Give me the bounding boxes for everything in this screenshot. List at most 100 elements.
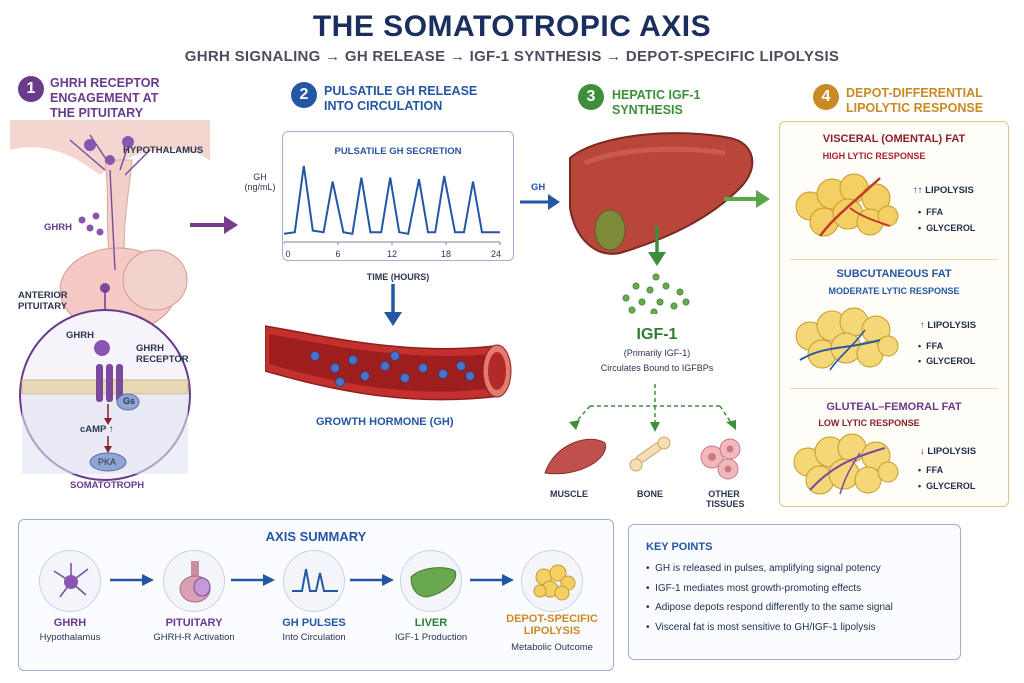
target-tissues xyxy=(544,436,741,480)
arrow-gh-to-liver xyxy=(520,194,560,210)
summary-arrow-1 xyxy=(110,574,154,586)
step-4-number: 4 xyxy=(813,84,839,110)
summary-depot-name: DEPOT-SPECIFIC LIPOLYSIS xyxy=(506,613,598,637)
summary-arrow-4 xyxy=(470,574,514,586)
depot-visceral-b1: • FFA xyxy=(918,207,944,217)
gh-arrow-label: GH xyxy=(531,182,546,193)
other-tissues-label: OTHER TISSUES xyxy=(706,489,745,509)
cell-membrane xyxy=(21,379,189,395)
depot-subcutaneous-b2: • GLYCEROL xyxy=(918,356,976,366)
gallbladder xyxy=(594,209,626,251)
camp-label: cAMP ↑ xyxy=(80,424,114,435)
pka-enzyme xyxy=(89,452,127,472)
depot-visceral-sub: HIGH LYTIC RESPONSE xyxy=(822,151,926,161)
depot-panel xyxy=(779,121,1009,507)
key-point-2: • IGF-1 mediates most growth-promoting e… xyxy=(646,583,862,594)
summary-liver-sub: IGF-1 Production xyxy=(394,632,468,643)
depot-gluteal-b1: • FFA xyxy=(918,465,944,475)
gh-chart-xlabel: TIME (HOURS) xyxy=(366,272,430,282)
growth-hormone-label: GROWTH HORMONE (GH) xyxy=(316,416,454,428)
bone-icon xyxy=(629,436,671,472)
arrow-liver-to-igf1 xyxy=(648,226,666,266)
inset-ghrh-label: GHRH xyxy=(66,330,94,341)
summary-ghrh-name: GHRH xyxy=(53,617,87,629)
summary-arrow-2 xyxy=(231,574,275,586)
step-4-title: DEPOT-DIFFERENTIAL LIPOLYTIC RESPONSE xyxy=(846,86,984,115)
x-tick-label: 0 xyxy=(285,249,290,259)
posterior-pituitary-gland xyxy=(122,249,188,311)
key-point-3: • Adipose depots respond differently to … xyxy=(646,602,893,613)
summary-liver-icon xyxy=(400,550,462,612)
depot-gluteal-sub: LOW LYTIC RESPONSE xyxy=(818,418,920,428)
ghrh-label: GHRH xyxy=(44,222,72,233)
summary-pituitary-icon xyxy=(163,550,225,612)
arrow-1-to-2 xyxy=(190,216,238,234)
depot-subcutaneous-sub: MODERATE LYTIC RESPONSE xyxy=(828,286,960,296)
depot-subcutaneous-title: SUBCUTANEOUS FAT xyxy=(836,268,952,280)
igf1-sub2: Circulates Bound to IGFBPs xyxy=(600,363,714,373)
key-points-title: KEY POINTS xyxy=(646,541,713,553)
igf1-title: IGF-1 xyxy=(636,326,678,343)
step-3-title: HEPATIC IGF-1 SYNTHESIS xyxy=(612,88,701,117)
step-2-title: PULSATILE GH RELEASE INTO CIRCULATION xyxy=(324,84,478,113)
arrow-chart-to-vessel xyxy=(384,284,402,326)
blood-vessel xyxy=(265,325,512,401)
subcutaneous-fat-icon xyxy=(795,307,899,371)
anterior-pituitary-label: ANTERIOR PITUITARY xyxy=(18,290,68,312)
depot-gluteal-lipolysis: ↓ LIPOLYSIS xyxy=(920,446,977,457)
gs-protein xyxy=(116,393,140,411)
neuron-body xyxy=(122,136,134,148)
key-points-panel xyxy=(628,524,961,660)
pituitary-illustration xyxy=(10,120,210,481)
liver-illustration xyxy=(569,132,754,255)
ghrh-receptor-label: GHRH RECEPTOR xyxy=(136,343,189,365)
hypothalamus-label: HYPOTHALAMUS xyxy=(123,145,204,156)
summary-arrow-3 xyxy=(350,574,394,586)
release-point xyxy=(100,283,110,293)
x-tick-label: 24 xyxy=(491,249,501,259)
igf1-molecules xyxy=(622,273,690,314)
summary-liver-name: LIVER xyxy=(414,617,448,629)
depot-gluteal-title: GLUTEAL–FEMORAL FAT xyxy=(826,401,962,413)
arrow-liver-to-depots xyxy=(724,190,770,208)
depot-visceral-b2: • GLYCEROL xyxy=(918,223,976,233)
x-tick-label: 12 xyxy=(387,249,397,259)
muscle-icon xyxy=(544,438,606,475)
depot-divider xyxy=(790,388,998,389)
summary-pituitary-name: PITUITARY xyxy=(165,617,223,629)
x-tick-label: 18 xyxy=(441,249,451,259)
brain-tissue xyxy=(10,120,210,175)
neuron-body xyxy=(105,155,115,165)
key-point-4: • Visceral fat is most sensitive to GH/I… xyxy=(646,622,876,633)
bone-label: BONE xyxy=(637,489,664,499)
summary-pituitary-sub: GHRH-R Activation xyxy=(153,632,235,643)
depot-gluteal-b2: • GLYCEROL xyxy=(918,481,976,491)
step-3-number: 3 xyxy=(578,84,604,110)
muscle-label: MUSCLE xyxy=(550,489,588,499)
pka-label: PKA xyxy=(98,457,117,467)
cells-icon xyxy=(700,438,741,480)
summary-depot-icon xyxy=(521,550,583,612)
depot-visceral-title: VISCERAL (OMENTAL) FAT xyxy=(822,133,966,145)
gh-chart-title: PULSATILE GH SECRETION xyxy=(334,146,462,157)
x-tick-label: 6 xyxy=(335,249,340,259)
depot-subcutaneous-b1: • FFA xyxy=(918,341,944,351)
page-title: THE SOMATOTROPIC AXIS xyxy=(312,10,712,43)
summary-gh-pulses-icon xyxy=(283,550,345,612)
gh-series-line xyxy=(284,165,500,235)
depot-subcutaneous-lipolysis: ↑ LIPOLYSIS xyxy=(920,320,977,331)
ghrh-ligand xyxy=(94,340,110,356)
visceral-fat-icon xyxy=(795,173,899,237)
somatotroph-label: SOMATOTROPH xyxy=(70,480,145,491)
igf1-sub1: (Primarily IGF-1) xyxy=(623,348,691,358)
summary-gh-sub: Into Circulation xyxy=(282,632,346,643)
gs-label: Gs xyxy=(123,396,136,406)
igf1-distribution-arrows xyxy=(569,384,736,432)
gh-chart-ylabel: GH (ng/mL) xyxy=(244,172,276,192)
gluteal-fat-icon xyxy=(793,433,899,495)
summary-ghrh-sub: Hypothalamus xyxy=(39,632,101,643)
page-subtitle: GHRH SIGNALING → GH RELEASE → IGF-1 SYNT… xyxy=(184,48,840,65)
axis-summary-title: AXIS SUMMARY xyxy=(265,529,367,544)
step-2-number: 2 xyxy=(291,82,317,108)
depot-visceral-lipolysis: ↑↑ LIPOLYSIS xyxy=(913,185,974,196)
